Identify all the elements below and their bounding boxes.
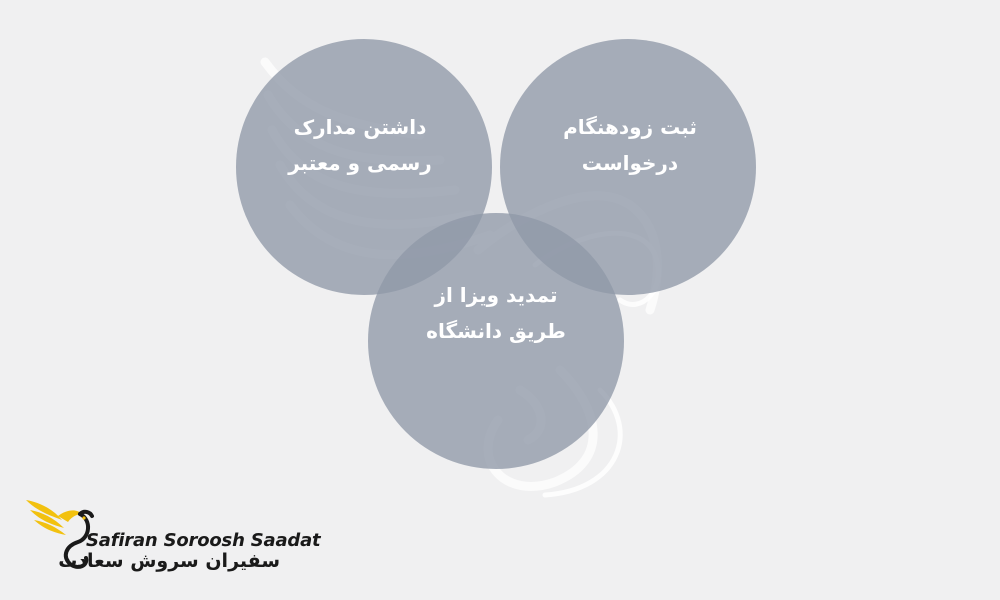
circle-university-extension-line1: تمدید ویزا از xyxy=(434,283,558,307)
brand-name-en: Safiran Soroosh Saadat xyxy=(86,530,321,551)
circle-university-extension-line2: طریق دانشگاه xyxy=(426,319,566,343)
circle-documents-line2: رسمی و معتبر xyxy=(288,151,432,175)
circle-university-extension: تمدید ویزا از طریق دانشگاه xyxy=(368,213,624,469)
brand-logo: Safiran Soroosh Saadat سفیران سروش سعادت xyxy=(22,494,321,584)
circle-early-application-label: ثبت زودهنگام درخواست xyxy=(563,109,697,181)
circle-documents-line1: داشتن مدارک xyxy=(293,115,427,139)
circle-early-application-line2: درخواست xyxy=(581,151,679,175)
circle-documents-label: داشتن مدارک رسمی و معتبر xyxy=(288,109,432,181)
circle-university-extension-label: تمدید ویزا از طریق دانشگاه xyxy=(426,277,566,349)
circle-early-application: ثبت زودهنگام درخواست xyxy=(500,39,756,295)
swan-wings-logo-icon xyxy=(26,500,94,569)
circle-early-application-line1: ثبت زودهنگام xyxy=(563,115,697,139)
brand-name-fa: سفیران سروش سعادت xyxy=(58,550,280,572)
